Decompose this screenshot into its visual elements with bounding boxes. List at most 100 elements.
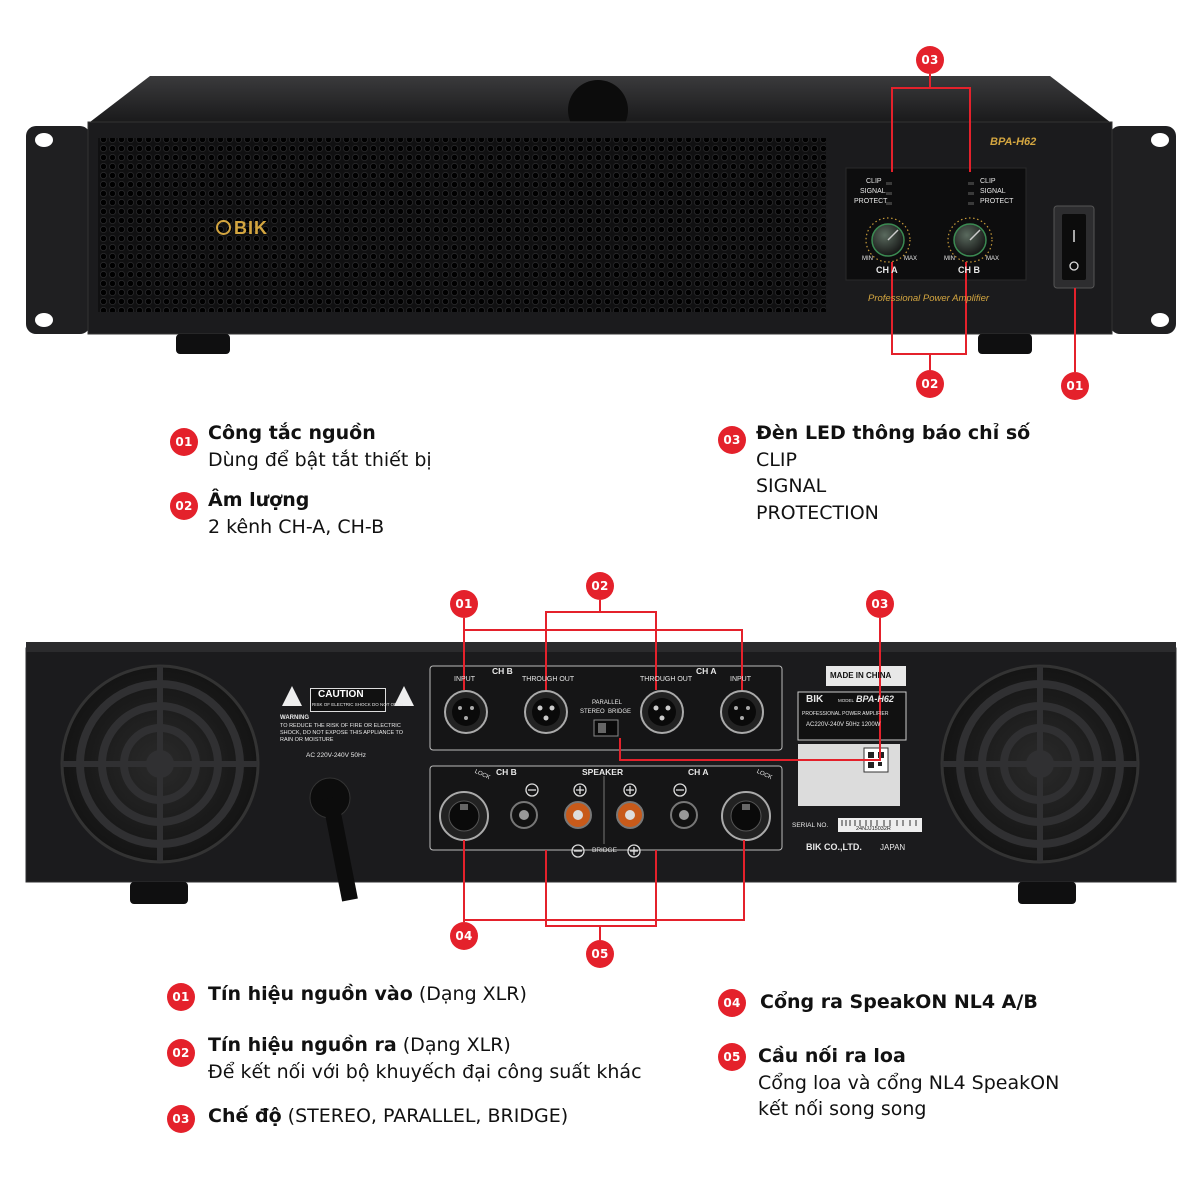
ch-a-speaker-heading: CH A xyxy=(688,767,709,777)
plate-subtitle: PROFESSIONAL POWER AMPLIFIER xyxy=(802,711,889,717)
led-indicators-right xyxy=(968,182,974,205)
rear-legend-badge-01: 01 xyxy=(167,983,195,1011)
rear-fan-left xyxy=(60,664,260,864)
warning-line-2: TO REDUCE THE RISK OF FIRE OR ELECTRIC xyxy=(280,723,401,729)
rear-legend-desc-output: Để kết nối với bộ khuyếch đại công suất … xyxy=(208,1061,642,1083)
rear-legend-title-speakon: Cổng ra SpeakON NL4 A/B xyxy=(760,991,1038,1013)
right-rack-ear xyxy=(1110,126,1176,334)
front-foot xyxy=(176,334,230,354)
xlr-through-out-ch-a[interactable] xyxy=(640,690,684,734)
power-cord xyxy=(309,777,358,902)
bridge-label: BRIDGE xyxy=(608,709,632,715)
left-rack-ear xyxy=(26,126,90,334)
caution-title: CAUTION xyxy=(318,689,364,700)
xlr-through-out-ch-b[interactable] xyxy=(524,690,568,734)
channel-a-label: CH A xyxy=(876,265,898,275)
led-label-protect-left: PROTECT xyxy=(854,198,888,205)
input-label-a: INPUT xyxy=(730,676,751,683)
through-out-label-b: THROUGH OUT xyxy=(522,676,575,683)
input-label-b: INPUT xyxy=(454,676,475,683)
legend-badge-02: 02 xyxy=(170,492,198,520)
callout-02-rear: 02 xyxy=(586,572,614,600)
ch-b-input-heading: CH B xyxy=(492,666,513,676)
callout-02-front: 02 xyxy=(916,370,944,398)
warning-line-1: WARNING xyxy=(280,715,309,721)
rear-callout-lines xyxy=(463,600,881,940)
rear-legend-title-output-text: Tín hiệu nguồn ra xyxy=(208,1034,397,1056)
rear-legend-title-output: Tín hiệu nguồn ra (Dạng XLR) xyxy=(208,1034,511,1056)
caution-subtitle: RISK OF ELECTRIC SHOCK DO NOT OPEN xyxy=(312,702,404,707)
serial-number: 24NJJ15032R xyxy=(856,826,891,832)
xlr-input-ch-b[interactable] xyxy=(444,690,488,734)
company-name: BIK CO.,LTD. xyxy=(806,842,862,852)
speaker-panel xyxy=(429,765,783,851)
plate-spec: AC220V-240V 50Hz 1200W xyxy=(806,722,881,728)
mode-switch[interactable] xyxy=(593,719,619,737)
ch-a-input-heading: CH A xyxy=(696,666,717,676)
rear-legend-desc-bridge-2: kết nối song song xyxy=(758,1098,927,1120)
rear-legend-title-bridge: Cầu nối ra loa xyxy=(758,1045,906,1067)
power-switch[interactable] xyxy=(1053,205,1095,289)
rear-legend-suffix-input: (Dạng XLR) xyxy=(412,983,527,1005)
model-nameplate xyxy=(797,691,907,741)
legend-badge-01: 01 xyxy=(170,428,198,456)
front-grille xyxy=(98,138,826,312)
led-label-signal-right: SIGNAL xyxy=(980,188,1006,195)
binding-post-b-neg[interactable] xyxy=(510,801,538,829)
xlr-input-ch-a[interactable] xyxy=(720,690,764,734)
knob-min-a: MIN xyxy=(862,256,873,262)
front-callout-lines xyxy=(891,74,1076,372)
front-amplifier: BIK BPA-H62 Professional Power Amplifier… xyxy=(0,0,1200,400)
legend-desc-power-switch: Dùng để bật tắt thiết bị xyxy=(208,449,432,471)
binding-post-a-neg[interactable] xyxy=(670,801,698,829)
front-amplifier-illustration xyxy=(26,74,1176,372)
led-label-clip-right: CLIP xyxy=(980,178,996,185)
plate-brand: BIK xyxy=(806,694,824,705)
led-indicators-left xyxy=(886,182,892,205)
control-panel xyxy=(845,167,1027,281)
ch-b-speaker-heading: CH B xyxy=(496,767,517,777)
stereo-label: STEREO xyxy=(580,709,605,715)
rear-legend-suffix-output: (Dạng XLR) xyxy=(396,1034,511,1056)
led-label-protect-right: PROTECT xyxy=(980,198,1014,205)
rear-legend-title-mode: Chế độ (STEREO, PARALLEL, BRIDGE) xyxy=(208,1105,568,1127)
bridge-bottom-label: BRIDGE xyxy=(592,847,617,854)
made-in-plate xyxy=(826,666,906,686)
rear-amplifier-illustration xyxy=(25,600,1177,940)
serial-no-label: SERIAL NO. xyxy=(792,822,829,829)
speakon-ch-b[interactable] xyxy=(439,791,489,841)
rear-legend-title-input-text: Tín hiệu nguồn vào xyxy=(208,983,413,1005)
warning-line-3: SHOCK, DO NOT EXPOSE THIS APPLIANCE TO xyxy=(280,730,404,736)
front-legend: 01 Công tắc nguồn Dùng để bật tắt thiết … xyxy=(0,410,1200,560)
legend-led-protection: PROTECTION xyxy=(756,502,879,524)
volume-knob-ch-a[interactable] xyxy=(865,217,911,263)
legend-title-led: Đèn LED thông báo chỉ số xyxy=(756,422,1031,444)
input-panel xyxy=(429,665,783,751)
rear-amplifier: CAUTION RISK OF ELECTRIC SHOCK DO NOT OP… xyxy=(0,560,1200,980)
volume-knob-ch-b[interactable] xyxy=(947,217,993,263)
rear-legend-desc-bridge-1: Cổng loa và cổng NL4 SpeakON xyxy=(758,1072,1060,1094)
model-name: BPA-H62 xyxy=(990,136,1037,148)
plate-model: BPA-H62 xyxy=(856,694,894,704)
rear-legend-title-mode-text: Chế độ xyxy=(208,1105,282,1127)
company-country: JAPAN xyxy=(880,843,906,852)
callout-03-front: 03 xyxy=(916,46,944,74)
rear-legend-badge-02: 02 xyxy=(167,1039,195,1067)
front-subtitle: Professional Power Amplifier xyxy=(868,293,990,304)
channel-b-label: CH B xyxy=(958,265,980,275)
made-in-label: MADE IN CHINA xyxy=(830,671,892,680)
led-label-clip-left: CLIP xyxy=(866,178,882,185)
plate-model-label: MODEL xyxy=(838,698,855,703)
knob-min-b: MIN xyxy=(944,256,955,262)
warning-line-4: RAIN OR MOISTURE xyxy=(280,737,334,743)
binding-post-a-pos[interactable] xyxy=(616,801,644,829)
legend-title-power-switch: Công tắc nguồn xyxy=(208,422,376,444)
rear-legend-badge-03: 03 xyxy=(167,1105,195,1133)
rear-legend-badge-04: 04 xyxy=(718,989,746,1017)
speakon-ch-a[interactable] xyxy=(721,791,771,841)
knob-max-a: MAX xyxy=(904,256,918,262)
callout-05-rear: 05 xyxy=(586,940,614,968)
rear-fan-right xyxy=(940,664,1140,864)
serial-label xyxy=(838,818,922,832)
binding-post-b-pos[interactable] xyxy=(564,801,592,829)
